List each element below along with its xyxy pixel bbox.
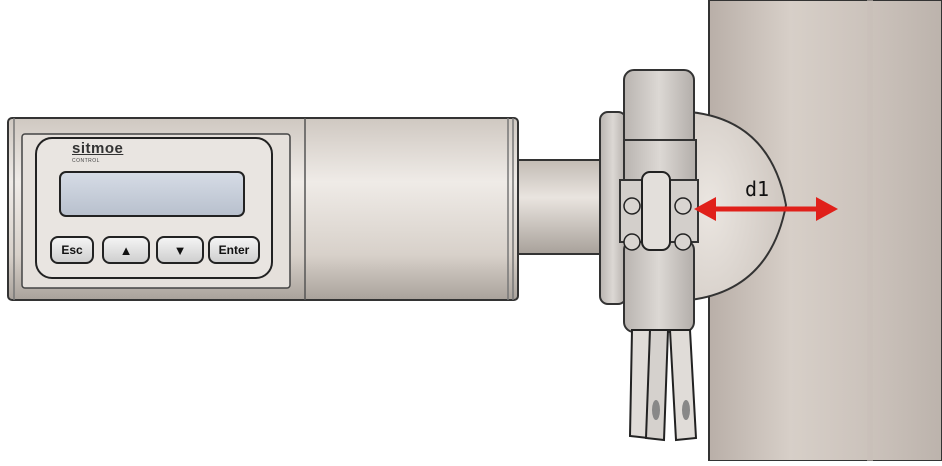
up-triangle-icon: ▲ xyxy=(119,242,133,258)
dimension-label: d1 xyxy=(745,177,770,201)
brand-logo: sitmoe xyxy=(72,140,124,157)
dome-nozzle xyxy=(689,110,788,302)
dimension-arrow-d1 xyxy=(694,197,838,221)
down-triangle-icon: ▼ xyxy=(173,242,187,258)
esc-button[interactable]: Esc xyxy=(50,236,94,264)
down-button[interactable]: ▼ xyxy=(156,236,204,264)
tri-clamp xyxy=(619,69,699,442)
esc-button-label: Esc xyxy=(61,243,83,257)
brand-subtitle: CONTROL xyxy=(72,158,100,164)
enter-button-label: Enter xyxy=(218,243,250,257)
sensor-shaft xyxy=(515,159,615,255)
lcd-screen xyxy=(59,171,245,217)
enter-button[interactable]: Enter xyxy=(208,236,260,264)
up-button[interactable]: ▲ xyxy=(102,236,150,264)
